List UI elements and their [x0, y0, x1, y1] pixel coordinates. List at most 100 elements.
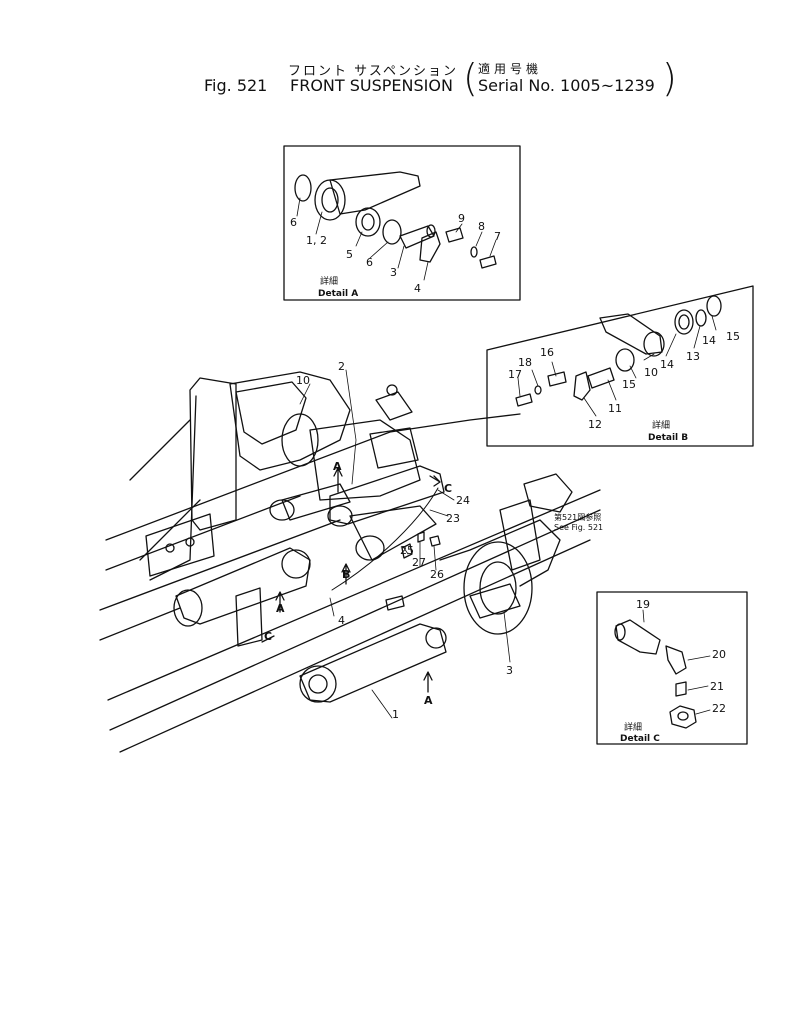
- detail-c-jp: 詳細: [624, 721, 642, 733]
- callout-b-11: 11: [608, 402, 622, 415]
- detail-c-leaders: [642, 609, 711, 715]
- callout-c-20: 20: [712, 648, 726, 661]
- gearbox: [309, 419, 421, 501]
- close-paren-glyph: ): [662, 56, 677, 100]
- detail-c-label: Detail C: [620, 734, 660, 744]
- pin-3-main: [469, 583, 521, 619]
- detail-a-leaders: [296, 197, 497, 281]
- callout-b-13: 13: [686, 350, 700, 363]
- callout-c-19: 19: [636, 598, 650, 611]
- callout-m-27: 27: [412, 556, 426, 569]
- japanese-title: フロント サスペンション: [288, 64, 458, 79]
- marker-b-1: B: [342, 568, 350, 581]
- fitting-26: [429, 535, 441, 547]
- callout-c-21: 21: [710, 680, 724, 693]
- detail-a-panel: [283, 145, 521, 301]
- callout-m-24: 24: [456, 494, 470, 507]
- arrow-c-1: [429, 475, 441, 487]
- figure-title: FRONT SUSPENSION: [290, 76, 453, 95]
- callout-m-23: 23: [446, 512, 460, 525]
- detail-b-panel: [486, 285, 754, 447]
- callout-m-1: 1: [392, 708, 399, 721]
- callout-a-6: 6: [290, 216, 297, 229]
- bushing-a: [355, 207, 381, 237]
- detail-a-label: Detail A: [318, 289, 358, 299]
- arrow-b-1: [341, 563, 351, 585]
- cross-member: [229, 371, 351, 471]
- open-paren-glyph: (: [463, 56, 478, 100]
- frame-rail-upper: [105, 413, 521, 541]
- plate-b: [573, 371, 591, 401]
- block-a: [445, 227, 464, 243]
- callout-m-2: 2: [338, 360, 345, 373]
- main-assembly: [99, 369, 601, 753]
- plate-a: [419, 231, 441, 263]
- figure-number: Fig. 521: [204, 76, 268, 95]
- callout-m-25: 25: [400, 544, 414, 557]
- see-fig-label: See Fig. 521: [554, 523, 603, 532]
- callout-a-12: 1, 2: [306, 234, 327, 247]
- detail-b-frame: [486, 285, 754, 447]
- ring-b1: [695, 309, 707, 327]
- callout-b-14: 14: [660, 358, 674, 371]
- callout-b-15b: 15: [726, 330, 740, 343]
- marker-a-1: A: [333, 460, 342, 473]
- marker-c-2: C: [264, 630, 272, 643]
- grease-line-23: [331, 487, 439, 591]
- callout-a-8: 8: [478, 220, 485, 233]
- elbow-20: [665, 645, 687, 675]
- ring-b2: [706, 295, 722, 317]
- frame-post-left: [189, 377, 237, 531]
- japanese-applicable: 適用号機: [478, 62, 543, 76]
- view-markers: A B A A C C: [264, 460, 452, 707]
- detail-c-panel: [596, 591, 748, 745]
- callout-b-17: 17: [508, 368, 522, 381]
- snap-ring-a2: [382, 219, 402, 245]
- block-b: [547, 371, 567, 387]
- marker-a-3: A: [424, 694, 433, 707]
- bracket-plate: [145, 513, 215, 577]
- callout-b-15: 15: [622, 378, 636, 391]
- washer-a: [470, 246, 478, 258]
- arrow-a-1: [333, 467, 343, 493]
- detail-b-label: Detail B: [648, 433, 688, 443]
- arm-left: [175, 547, 311, 625]
- callout-numbers: 6 1, 2 5 6 3 9 8 7 4 17 18 16 11 12 15 1…: [290, 212, 740, 721]
- bushing-b: [674, 309, 694, 335]
- arm-eye-a: [314, 179, 346, 221]
- bracket-right: [523, 473, 573, 513]
- spacer-block: [385, 595, 405, 611]
- callout-a-7: 7: [494, 230, 501, 243]
- detail-b-jp: 詳細: [652, 419, 670, 431]
- pin-b: [587, 367, 615, 389]
- washer-b: [534, 385, 542, 395]
- snap-ring-a1: [294, 174, 312, 202]
- callout-m-26: 26: [430, 568, 444, 581]
- see-fig-jp: 第521図参照: [554, 512, 601, 522]
- callout-a-5: 5: [346, 248, 353, 261]
- callout-b-16: 16: [540, 346, 554, 359]
- arm-bore-a: [321, 187, 339, 213]
- link-2: [329, 465, 445, 525]
- callout-a-9: 9: [458, 212, 465, 225]
- detail-b-leaders: [517, 315, 717, 417]
- serial-range: Serial No. 1005~1239: [478, 76, 655, 95]
- arrow-a-3: [423, 671, 433, 693]
- callout-a-4: 4: [414, 282, 421, 295]
- callout-m-4: 4: [338, 614, 345, 627]
- pin-a: [399, 225, 435, 249]
- bolt-a: [479, 255, 497, 269]
- detail-a-jp: 詳細: [320, 275, 338, 287]
- marker-a-2: A: [276, 602, 285, 615]
- callout-a-6b: 6: [366, 256, 373, 269]
- fitting-25: [401, 543, 413, 559]
- callout-b-18: 18: [518, 356, 532, 369]
- bolt-b: [515, 393, 533, 407]
- wheel-hub: [463, 541, 533, 635]
- arrow-c-2: [261, 635, 275, 643]
- callout-b-12: 12: [588, 418, 602, 431]
- fitting-27: [417, 531, 425, 543]
- arrow-a-2: [275, 591, 285, 613]
- callout-m-10: 10: [296, 374, 310, 387]
